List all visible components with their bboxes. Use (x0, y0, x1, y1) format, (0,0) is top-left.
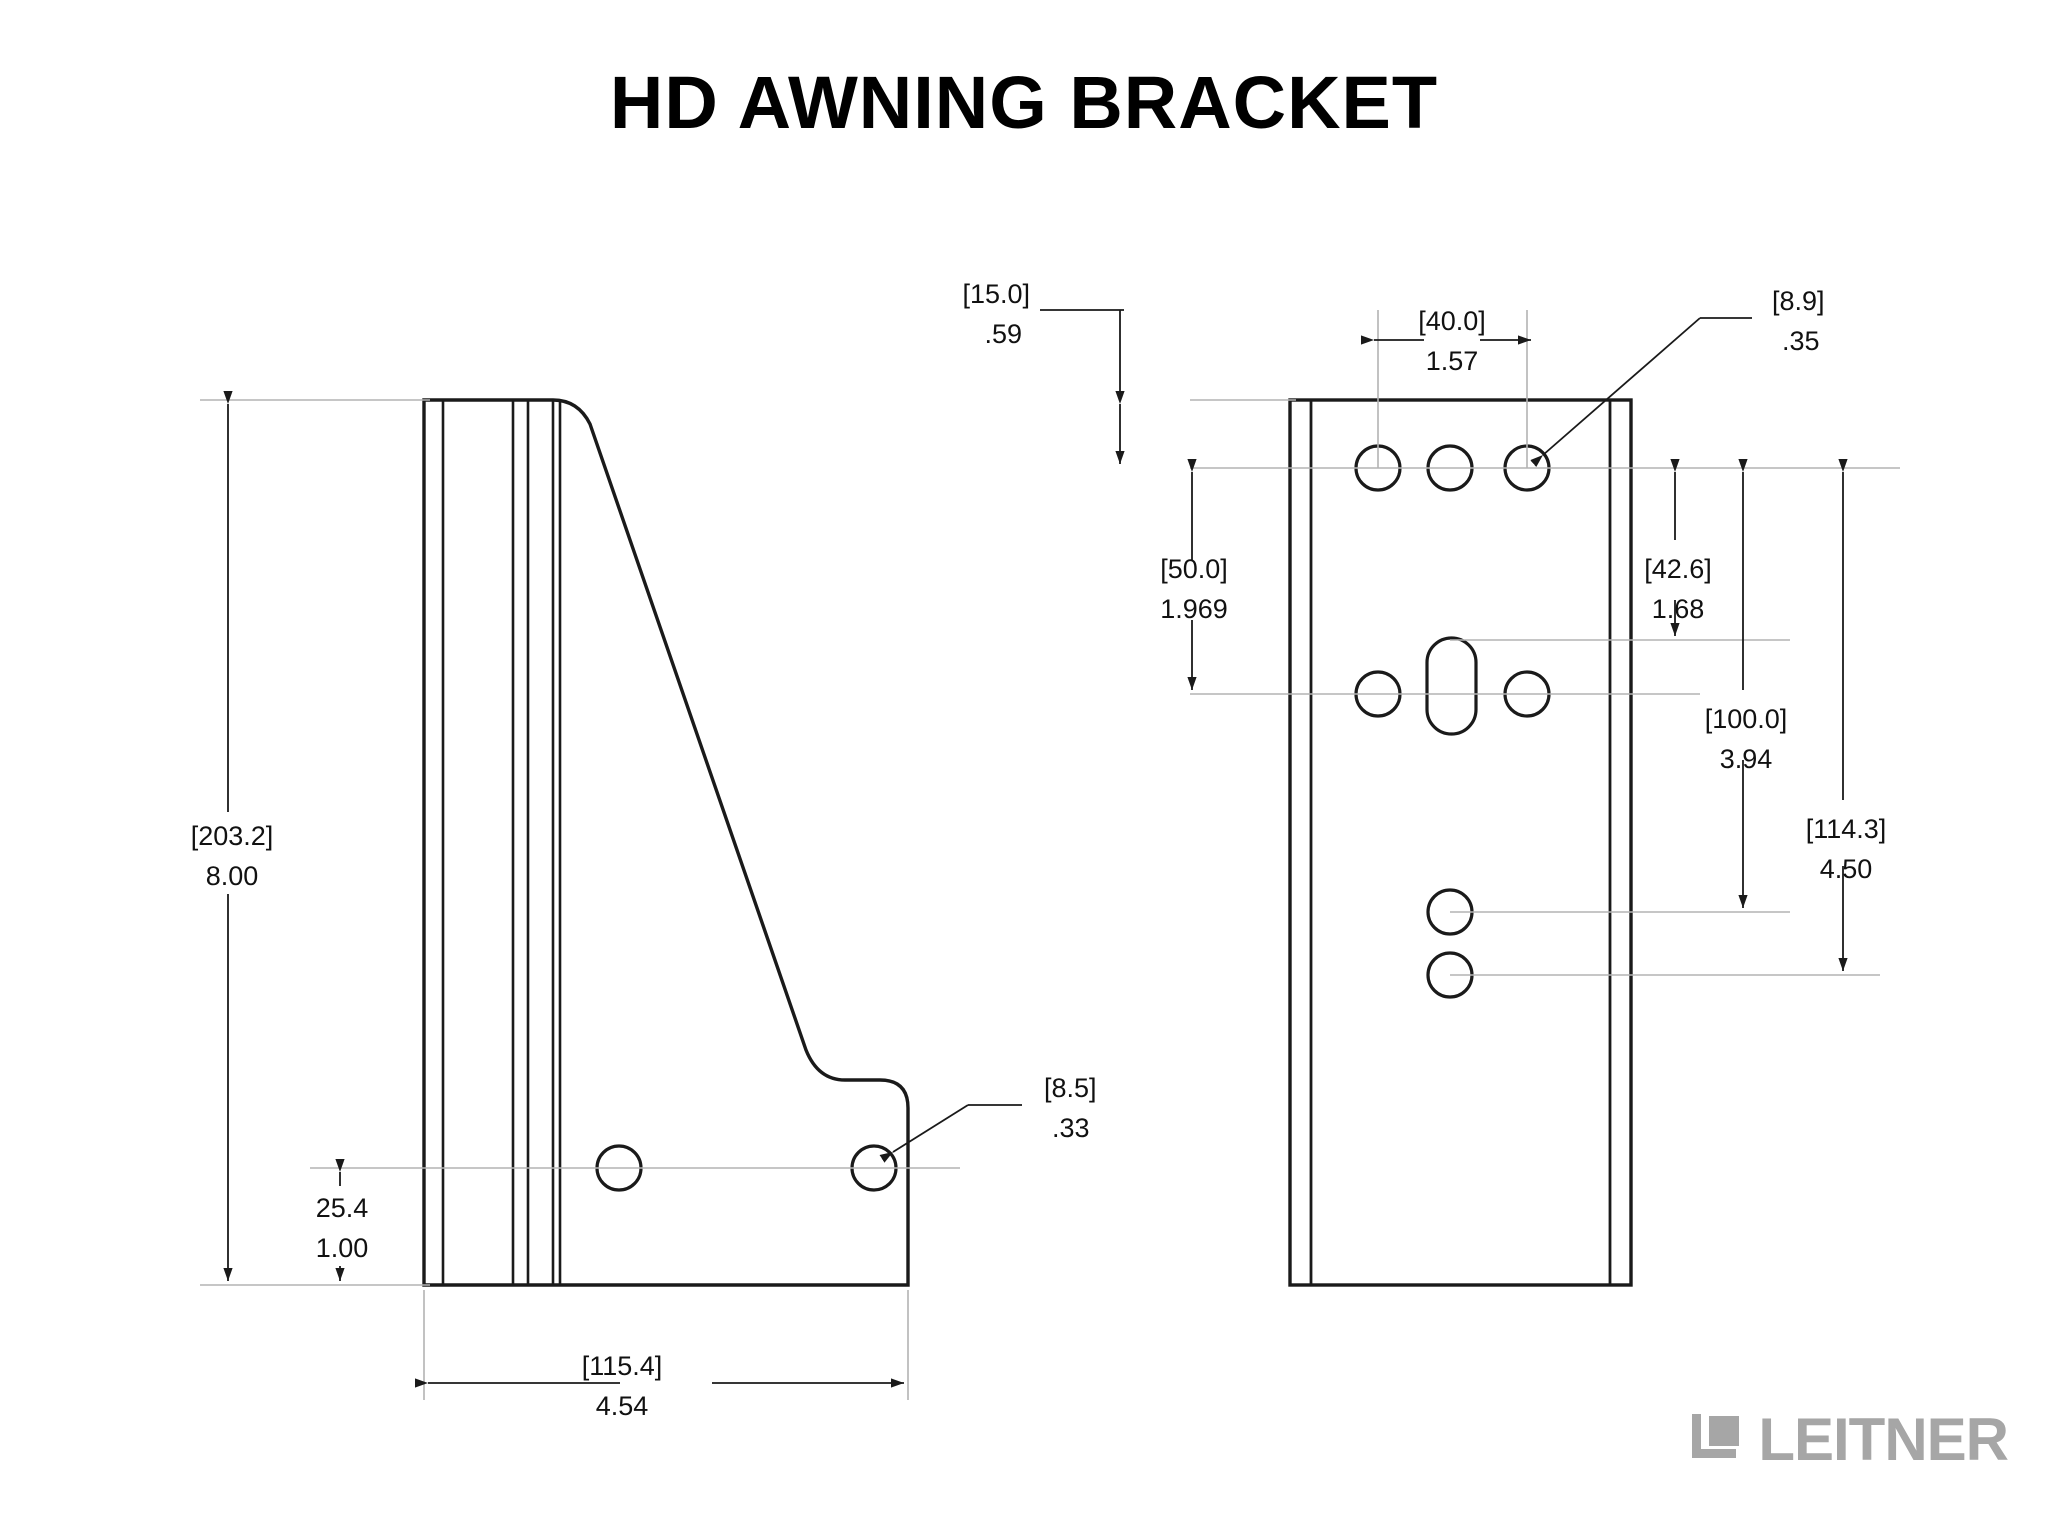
logo-mark-outer (1692, 1414, 1737, 1458)
dim-label-bg-hole-height (296, 1186, 388, 1266)
dim-base-hole-imperial: .33 (1052, 1113, 1090, 1143)
front-plate-outline (1288, 398, 1633, 1287)
dim-pitch-metric: [40.0] (1418, 306, 1486, 336)
leader-line-plate-hole (1530, 317, 1701, 468)
dim-hole-height-metric: 25.4 (316, 1193, 369, 1223)
dim-row4-imperial: 4.50 (1820, 854, 1873, 884)
dim-row3-imperial: 3.94 (1720, 744, 1773, 774)
dim-row-spacing-metric: [50.0] (1160, 554, 1228, 584)
plate-slot-r2-center (1425, 636, 1478, 736)
leader-line-base-hole (879, 1104, 969, 1163)
dim-pitch-imperial: 1.57 (1426, 346, 1479, 376)
dim-depth-metric: [115.4] (582, 1351, 663, 1381)
dim-overall-height-metric: [203.2] (191, 821, 274, 851)
dim-top-offset-metric: [15.0] (962, 279, 1030, 309)
dim-slot-imperial: 1.68 (1652, 594, 1705, 624)
dim-label-bg-overall-height (186, 812, 278, 894)
logo-mark-inner (1709, 1416, 1740, 1446)
dim-top-offset-imperial: .59 (984, 319, 1022, 349)
dim-hole-height-imperial: 1.00 (316, 1233, 369, 1263)
dim-plate-hole-imperial: .35 (1782, 326, 1820, 356)
dim-slot-metric: [42.6] (1644, 554, 1712, 584)
dim-plate-hole-metric: [8.9] (1772, 286, 1825, 316)
dim-row-spacing-imperial: 1.969 (1160, 594, 1228, 624)
side-profile-view: [203.2] 8.00 25.4 1.00 [115.4] 4.54 [8.5… (186, 391, 1097, 1421)
leitner-wordmark: LEITNER (1758, 1406, 2009, 1473)
dim-row3-metric: [100.0] (1705, 704, 1788, 734)
dim-row4-metric: [114.3] (1806, 814, 1887, 844)
dim-base-hole-metric: [8.5] (1044, 1073, 1097, 1103)
side-profile-outline (422, 398, 910, 1287)
dim-depth-imperial: 4.54 (596, 1391, 649, 1421)
page-title: HD AWNING BRACKET (609, 61, 1439, 144)
leitner-logo: LEITNER (1692, 1406, 2009, 1473)
dim-overall-height-imperial: 8.00 (206, 861, 259, 891)
leitner-l-logo-icon (1692, 1414, 1744, 1466)
front-plate-view: [15.0] .59 [50.0] 1.969 [40.0] 1.57 [8.9… (962, 279, 1900, 1287)
